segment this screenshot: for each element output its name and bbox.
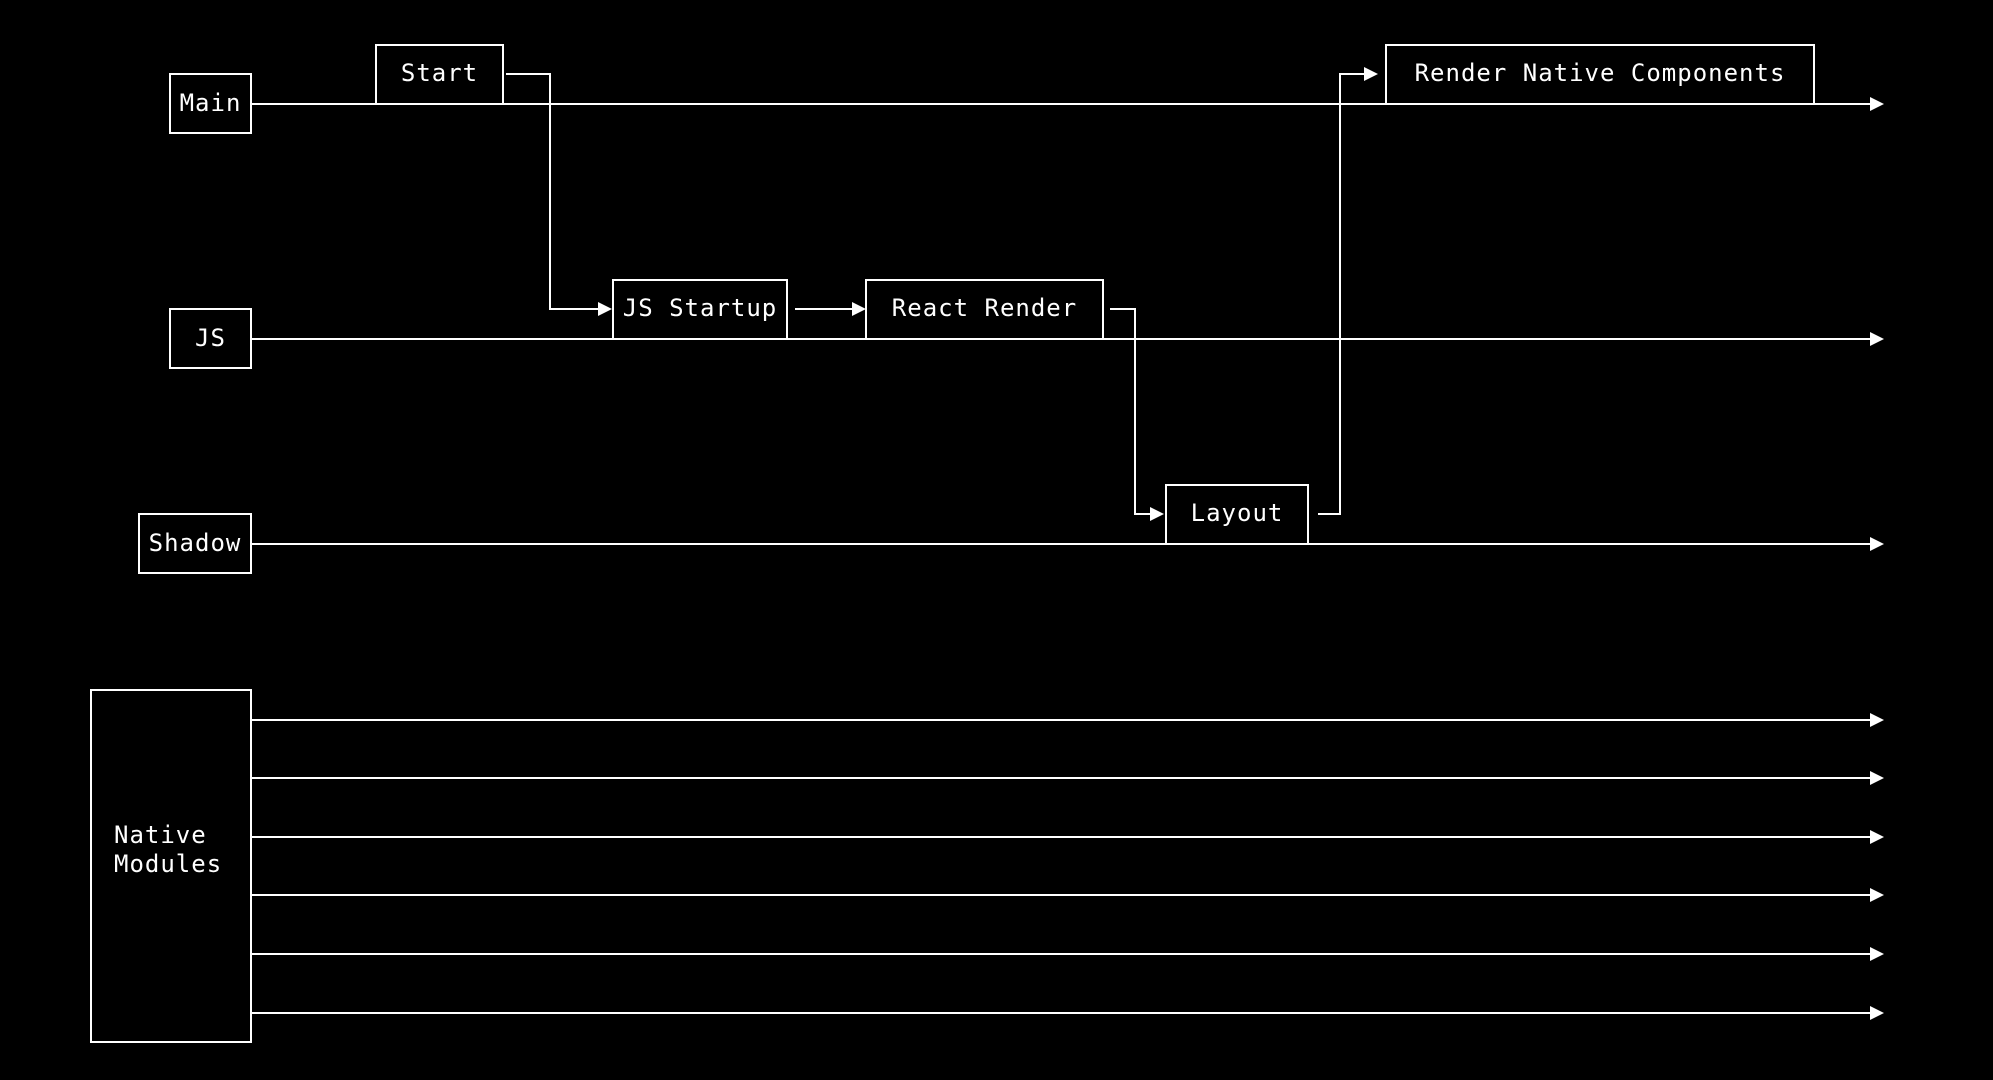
connector-layout-to-render-native-arrowhead <box>1364 67 1378 81</box>
native-modules-lane-label: Native Modules <box>90 689 252 1043</box>
connector-layout-to-render-native <box>1318 73 1364 515</box>
start-step-box <box>375 44 504 105</box>
shadow-lane-label: Shadow <box>138 513 252 574</box>
shadow-timeline-arrowhead <box>1870 537 1884 551</box>
layout-step-text: Layout <box>1191 499 1284 527</box>
connector-start-to-js-startup <box>506 73 598 310</box>
connector-start-to-js-startup-arrowhead <box>598 302 612 316</box>
main-lane-text: Main <box>180 89 242 117</box>
react-render-step-text: React Render <box>892 294 1077 322</box>
js-startup-step: JS Startup <box>612 279 788 340</box>
main-lane-box <box>169 73 252 134</box>
render-native-components-step-text: Render Native Components <box>1415 59 1786 87</box>
js-lane-text: JS <box>195 324 226 352</box>
native-modules-lane-box <box>90 689 252 1043</box>
layout-step: Layout <box>1165 484 1309 545</box>
native-module-thread-arrowhead <box>1870 888 1884 902</box>
render-native-components-step: Render Native Components <box>1385 44 1815 105</box>
native-module-thread-arrowhead <box>1870 771 1884 785</box>
shadow-lane-text: Shadow <box>149 529 242 557</box>
native-modules-lane-text-line2: Modules <box>114 850 222 878</box>
start-step: Start <box>375 44 504 105</box>
react-render-step: React Render <box>865 279 1104 340</box>
native-module-thread-arrowhead <box>1870 713 1884 727</box>
native-module-thread-arrowhead <box>1870 1006 1884 1020</box>
js-lane-label: JS <box>169 308 252 369</box>
main-lane-label: Main <box>169 73 252 134</box>
connector-react-render-to-layout <box>1110 308 1150 515</box>
layout-step-box <box>1165 484 1309 545</box>
main-timeline-arrowhead <box>1870 97 1884 111</box>
connector-js-startup-to-react-render-arrowhead <box>852 302 866 316</box>
js-startup-step-text: JS Startup <box>623 294 778 322</box>
native-module-thread-arrowhead <box>1870 830 1884 844</box>
js-startup-step-box <box>612 279 788 340</box>
js-timeline-arrowhead <box>1870 332 1884 346</box>
connector-react-render-to-layout-arrowhead <box>1150 507 1164 521</box>
native-module-thread-arrowhead <box>1870 947 1884 961</box>
render-native-components-step-box <box>1385 44 1815 105</box>
shadow-lane-box <box>138 513 252 574</box>
native-modules-lane-text-line1: Native <box>114 821 207 849</box>
js-lane-box <box>169 308 252 369</box>
react-render-step-box <box>865 279 1104 340</box>
start-step-text: Start <box>401 59 478 87</box>
